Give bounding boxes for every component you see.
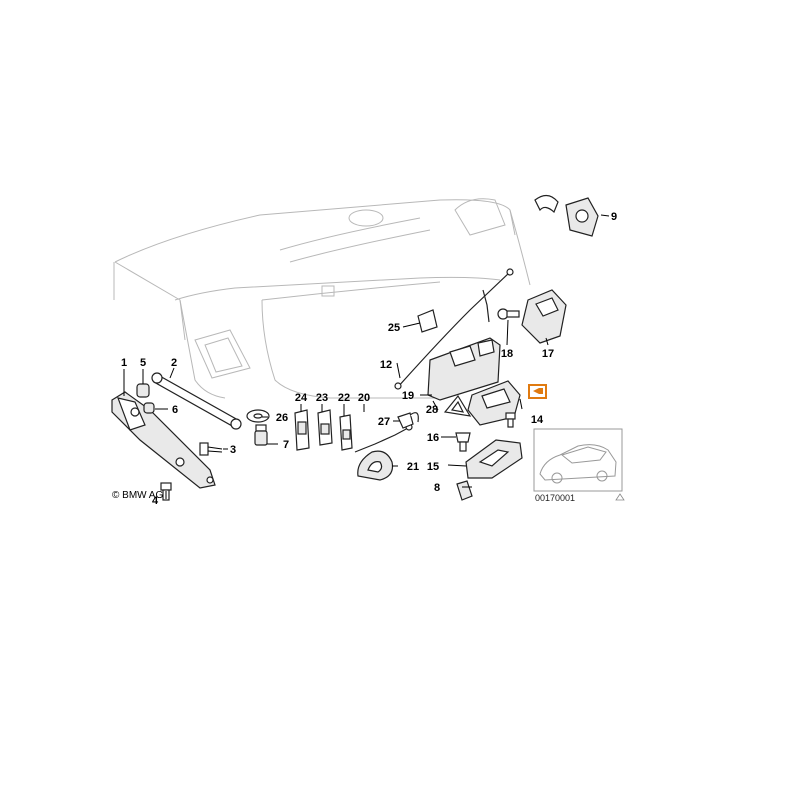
highlight-marker [528, 384, 547, 399]
part-1-hinge-arm [111, 391, 216, 489]
part-3-bolt [199, 442, 223, 456]
part-14-screw [505, 412, 516, 428]
part-label-26: 26 [276, 412, 288, 424]
part-label-18: 18 [501, 348, 513, 360]
part-label-5: 5 [140, 357, 146, 369]
part-18-screw [497, 308, 520, 320]
part-label-20: 20 [358, 392, 370, 404]
part-label-16: 16 [427, 432, 439, 444]
part-2-support-rod [151, 372, 242, 430]
part-22-clip [339, 414, 353, 451]
highlight-box [528, 384, 547, 399]
part-label-23: 23 [316, 392, 328, 404]
highlight-arrow-icon [533, 388, 543, 394]
part-label-9: 9 [611, 211, 617, 223]
car-thumbnail [533, 428, 623, 492]
part-6-bushing [143, 402, 155, 414]
part-8-buffer [456, 480, 473, 501]
part-21-handle [357, 450, 394, 481]
part-label-28: 28 [426, 404, 438, 416]
part-15-striker [465, 439, 523, 479]
part-19-trim-panel [427, 337, 501, 401]
part-label-14: 14 [531, 414, 544, 426]
part-label-21: 21 [407, 461, 419, 473]
part-label-6: 6 [172, 404, 178, 416]
part-labels: 1 2 3 4 5 6 7 8 9 12 14 15 16 17 18 19 2… [121, 211, 617, 507]
part-label-17: 17 [542, 348, 554, 360]
part-label-12: 12 [380, 359, 392, 371]
part-9-lock [534, 194, 599, 237]
part-28-warning-triangle [443, 394, 472, 417]
part-12-cable-rod [394, 268, 514, 390]
part-label-25: 25 [388, 322, 400, 334]
part-label-27: 27 [378, 416, 390, 428]
reference-number: 00170001 [535, 493, 575, 503]
part-label-7: 7 [283, 439, 289, 451]
part-label-2: 2 [171, 357, 177, 369]
part-label-3: 3 [230, 444, 236, 456]
part-26-washer [246, 409, 270, 423]
part-25-bracket [417, 309, 438, 333]
part-label-8: 8 [434, 482, 440, 494]
part-7-grommet [254, 424, 268, 446]
part-label-19: 19 [402, 390, 414, 402]
part-16-screw [455, 432, 471, 452]
part-label-22: 22 [338, 392, 350, 404]
part-label-1: 1 [121, 357, 127, 369]
part-27-clip [397, 412, 419, 429]
part-23-clip [317, 409, 333, 446]
part-label-4: 4 [152, 495, 159, 507]
leader-lines [123, 214, 610, 499]
part-5-bushing [136, 383, 150, 398]
part-24-clip [294, 409, 310, 451]
part-label-15: 15 [427, 461, 439, 473]
warning-small-icon [615, 493, 625, 501]
part-label-24: 24 [295, 392, 308, 404]
car-rear-outline [113, 198, 531, 399]
part-17-bracket [521, 289, 567, 344]
copyright-text: © BMW AG [112, 490, 163, 501]
